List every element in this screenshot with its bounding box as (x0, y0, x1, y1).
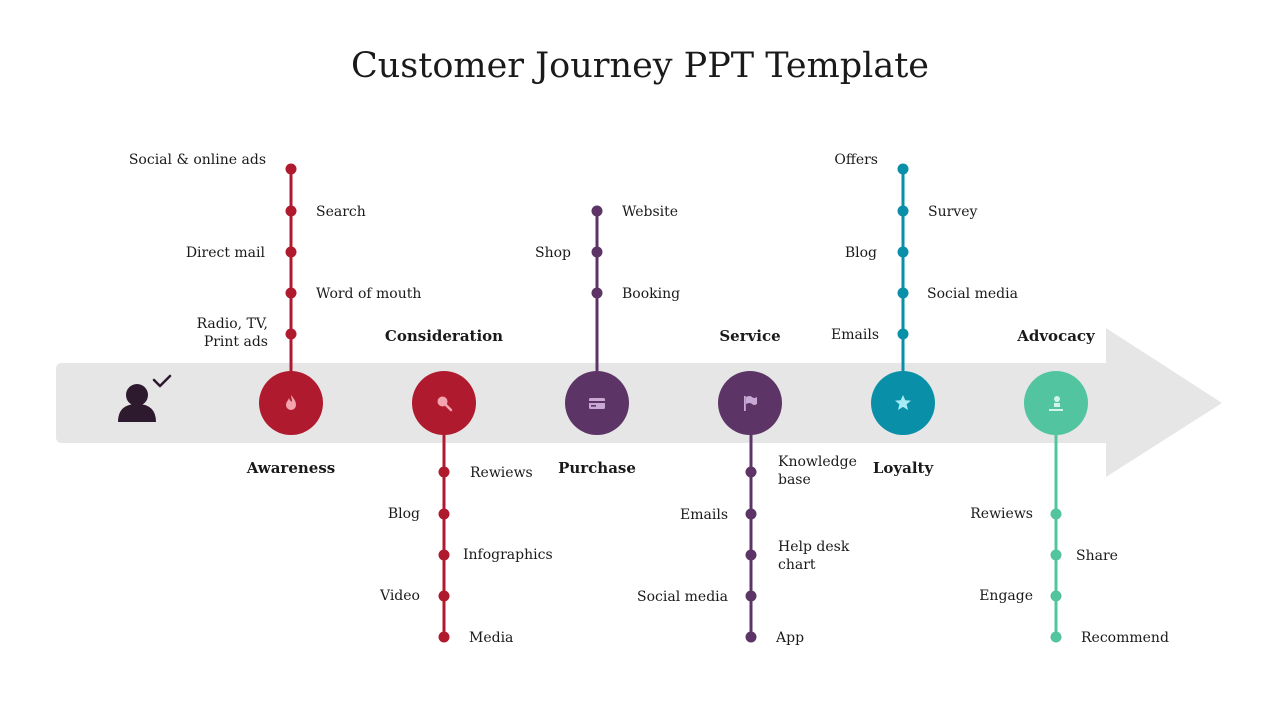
purchase-branch-dot (591, 287, 603, 299)
awareness-item: Search (316, 204, 366, 220)
purchase-item: Website (622, 204, 679, 220)
advocacy-item: Share (1076, 548, 1118, 564)
awareness-branch-dot (285, 163, 297, 175)
loyalty-branch-dot (897, 328, 909, 340)
service-item: App (776, 630, 805, 646)
credit-card-icon (589, 398, 605, 409)
loyalty-circle[interactable] (871, 371, 935, 435)
stage-purchase-name: Purchase (558, 459, 636, 477)
advocacy-branch-dot (1050, 508, 1062, 520)
consideration-item: Blog (387, 506, 420, 522)
service-item: Help desk chart (778, 539, 850, 573)
loyalty-item: Social media (927, 286, 1018, 302)
stage-advocacy-name: Advocacy (1017, 327, 1095, 345)
service-branch-dot (745, 590, 757, 602)
person-hand-icon (1049, 396, 1063, 411)
advocacy-branch-dot (1050, 549, 1062, 561)
purchase-item: Shop (535, 245, 571, 261)
consideration-item: Rewiews (470, 465, 533, 481)
service-branch-dot (745, 508, 757, 520)
awareness-circle[interactable] (259, 371, 323, 435)
service-item: Emails (680, 507, 728, 523)
purchase-branch-dot (591, 205, 603, 217)
magnifier-icon (437, 396, 453, 412)
flame-icon (286, 395, 296, 410)
star-icon (895, 395, 911, 410)
loyalty-item: Emails (831, 327, 879, 343)
stage-service-name: Service (719, 327, 781, 345)
loyalty-item: Survey (928, 204, 978, 220)
awareness-item: Radio, TV, Print ads (196, 316, 268, 350)
awareness-branch-dot (285, 287, 297, 299)
consideration-item: Infographics (463, 547, 553, 563)
advocacy-branch-dot (1050, 631, 1062, 643)
stage-awareness-name: Awareness (246, 459, 336, 477)
loyalty-item: Offers (834, 152, 878, 168)
consideration-branch-dot (438, 466, 450, 478)
consideration-branch-dot (438, 631, 450, 643)
advocacy-item: Engage (979, 588, 1033, 604)
awareness-item: Word of mouth (316, 286, 422, 302)
advocacy-item: Rewiews (970, 506, 1033, 522)
service-branch-dot (745, 549, 757, 561)
user-check-icon (118, 374, 172, 422)
service-branch-dot (745, 631, 757, 643)
consideration-branch-dot (438, 508, 450, 520)
consideration-branch-dot (438, 590, 450, 602)
service-circle[interactable] (718, 371, 782, 435)
purchase-circle[interactable] (565, 371, 629, 435)
consideration-branch-dot (438, 549, 450, 561)
consideration-item: Video (379, 588, 420, 604)
service-branch-dot (745, 466, 757, 478)
loyalty-branch-dot (897, 205, 909, 217)
purchase-branch-dot (591, 246, 603, 258)
awareness-item: Direct mail (185, 245, 265, 261)
journey-arrow (56, 328, 1222, 477)
awareness-branch-dot (285, 246, 297, 258)
awareness-branch-dot (285, 205, 297, 217)
service-item: Knowledge base (778, 454, 857, 488)
page-title: Customer Journey PPT Template (350, 46, 930, 86)
flag-icon (744, 396, 757, 411)
advocacy-circle[interactable] (1024, 371, 1088, 435)
loyalty-branch-dot (897, 163, 909, 175)
loyalty-branch-dot (897, 287, 909, 299)
advocacy-branch-dot (1050, 590, 1062, 602)
stage-consideration-name: Consideration (384, 327, 504, 345)
awareness-item: Social & online ads (128, 152, 266, 168)
consideration-circle[interactable] (412, 371, 476, 435)
stage-loyalty-name: Loyalty (872, 459, 934, 477)
advocacy-item: Recommend (1081, 630, 1169, 646)
consideration-item: Media (469, 630, 514, 646)
loyalty-item: Blog (844, 245, 877, 261)
loyalty-branch-dot (897, 246, 909, 258)
purchase-item: Booking (622, 286, 681, 302)
awareness-branch-dot (285, 328, 297, 340)
service-item: Social media (637, 589, 728, 605)
